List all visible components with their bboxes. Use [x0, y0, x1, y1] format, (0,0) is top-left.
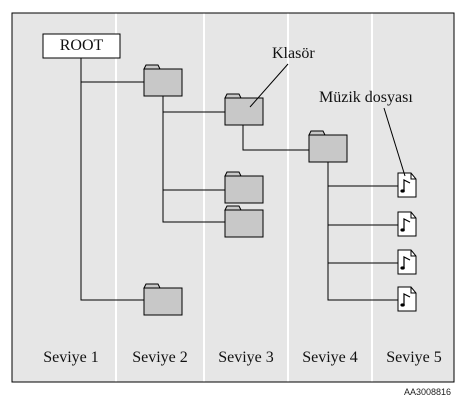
folder-callout-label: Klasör — [272, 45, 315, 62]
level-label-5: Seviye 5 — [386, 349, 442, 366]
level-label-3: Seviye 3 — [218, 349, 274, 366]
folder-icon — [143, 283, 183, 316]
folder-icon — [308, 130, 348, 163]
folder-callout-line — [249, 63, 289, 108]
music-file-icon — [397, 211, 417, 237]
level-label-1: Seviye 1 — [43, 349, 99, 366]
music-callout-line — [383, 107, 406, 177]
tree-connectors — [80, 58, 398, 301]
folder-icon — [224, 171, 264, 204]
folder-icon — [224, 205, 264, 238]
root-box — [42, 33, 121, 59]
music-file-icon — [397, 249, 417, 275]
level-label-4: Seviye 4 — [302, 349, 358, 366]
level-label-2: Seviye 2 — [132, 349, 188, 366]
music-file-icon — [397, 286, 417, 312]
figure-code: AA3008816 — [403, 387, 451, 397]
folder-icon — [143, 64, 183, 97]
diagram-border — [11, 12, 455, 383]
music-file-icon — [397, 172, 417, 198]
music-file-callout-label: Müzik dosyası — [319, 89, 413, 106]
root-label: ROOT — [59, 37, 104, 54]
